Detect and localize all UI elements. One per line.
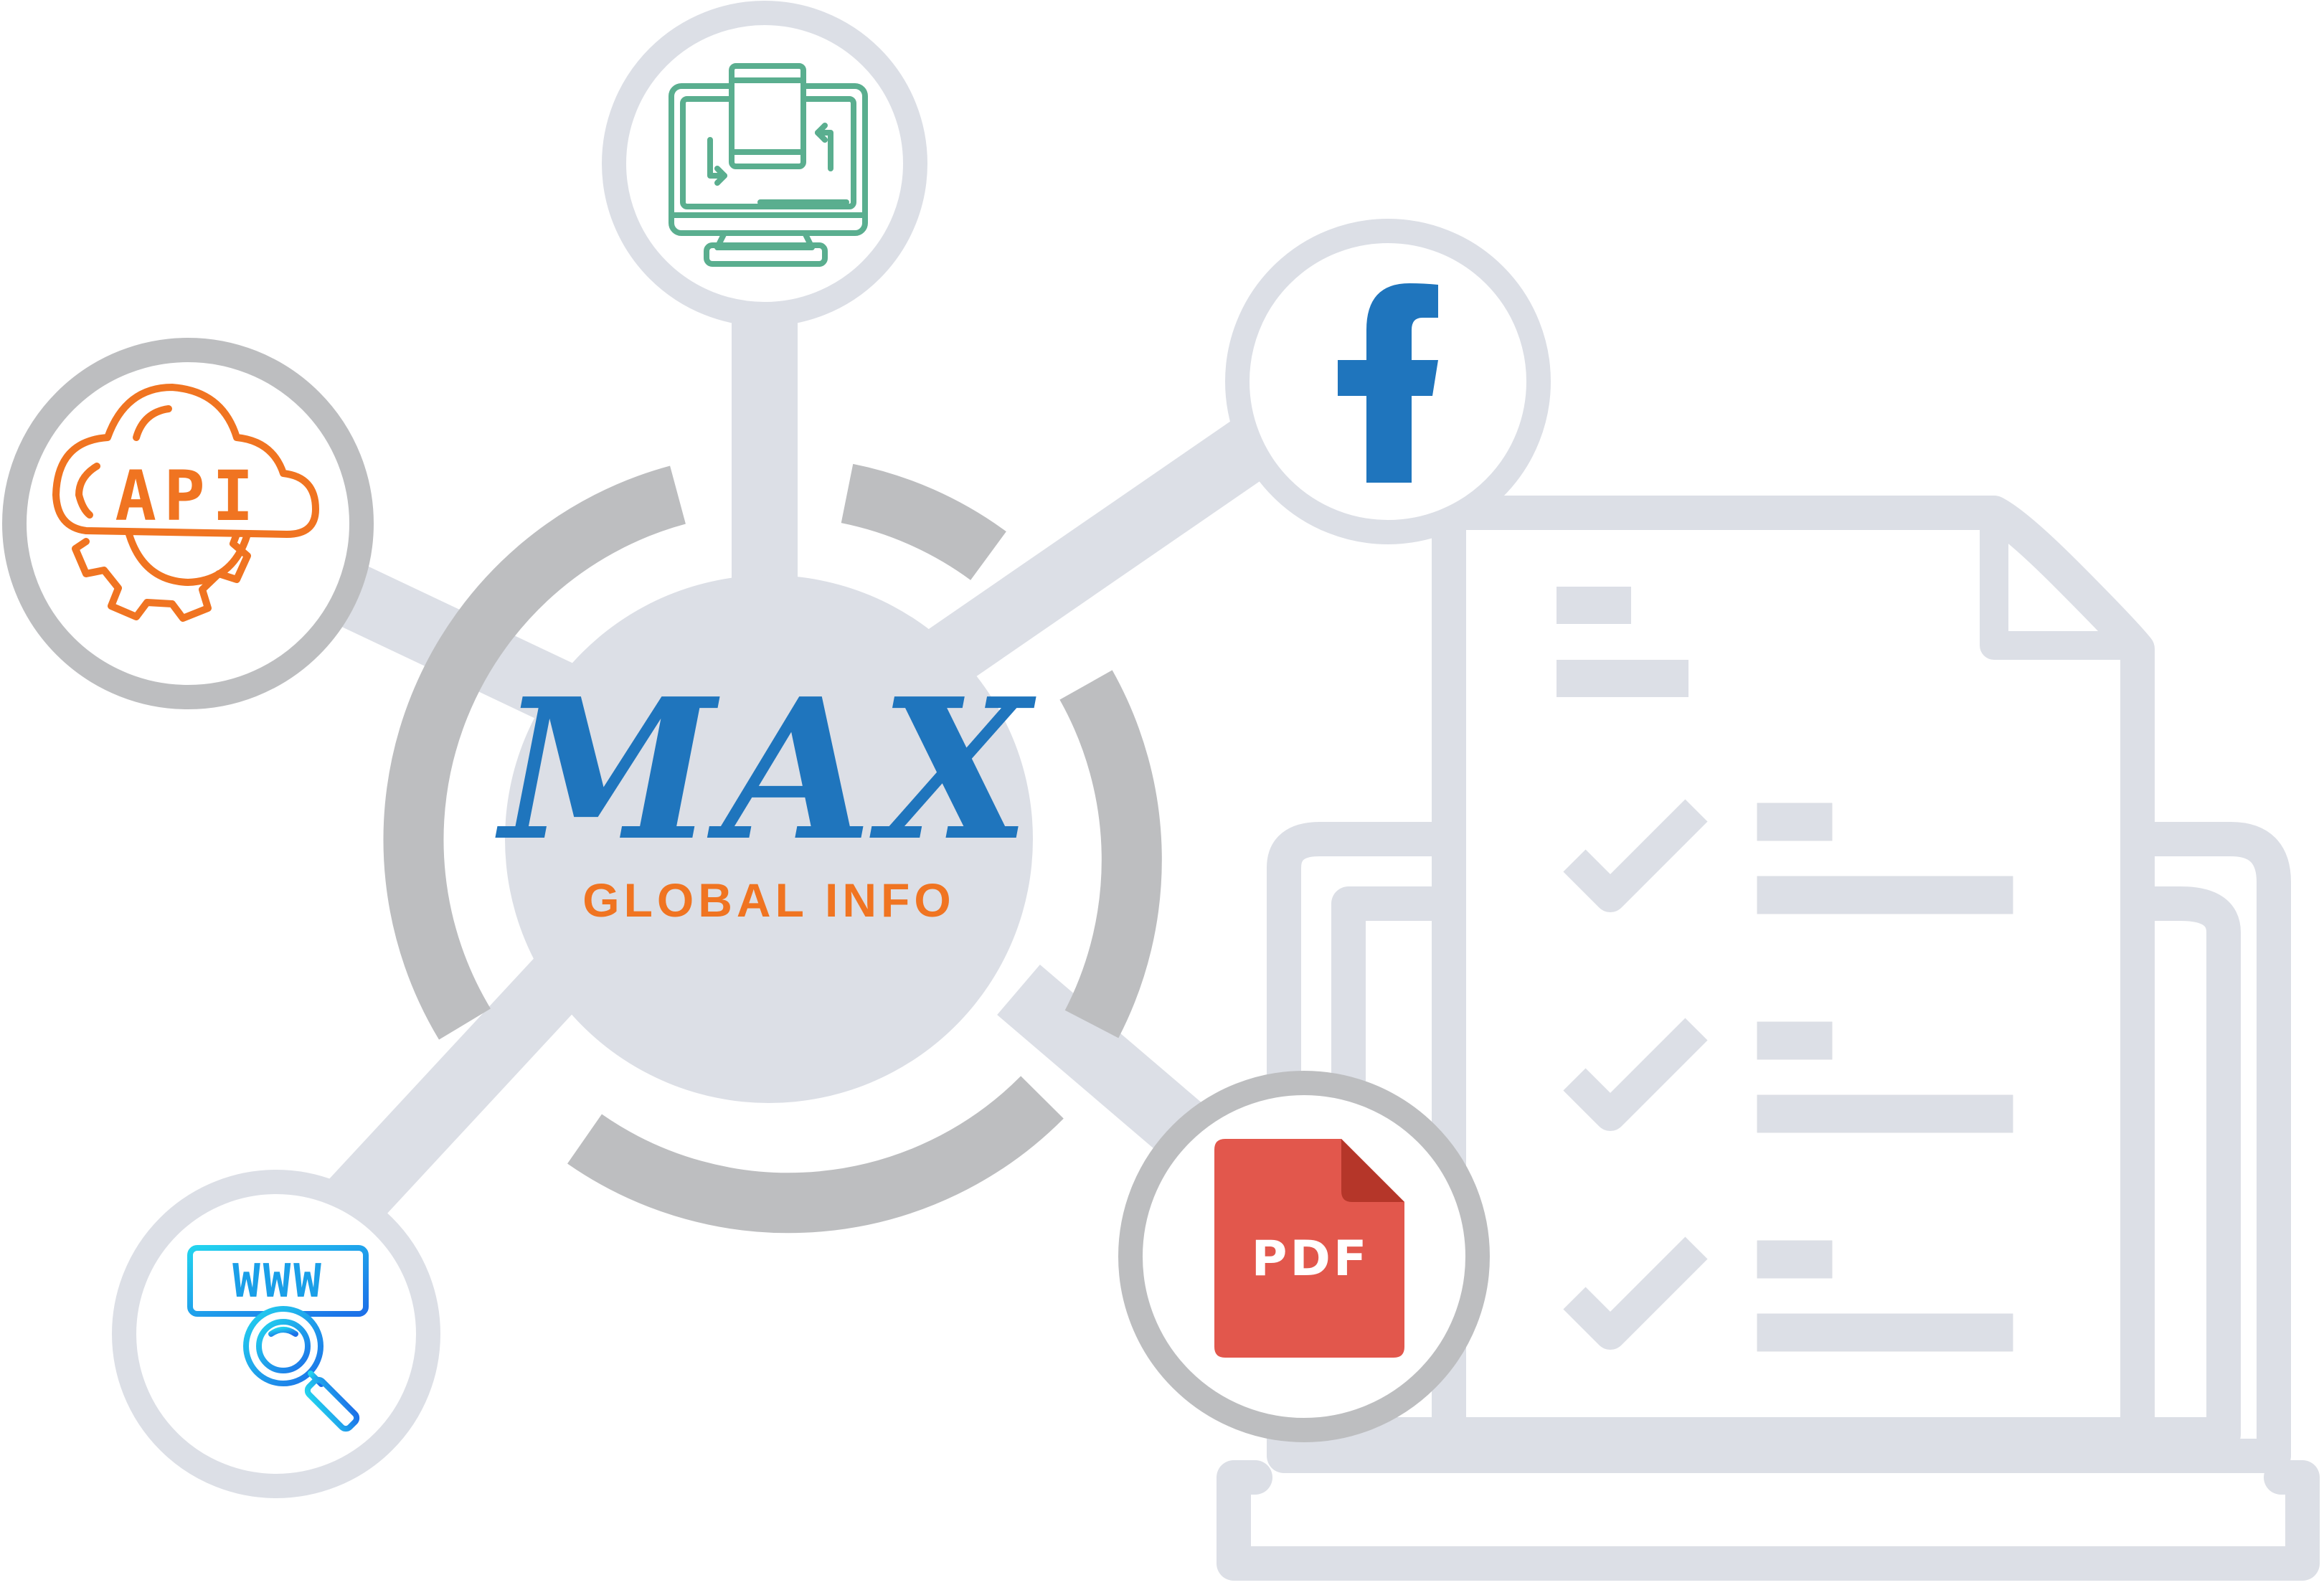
checklist-item xyxy=(1563,1236,2013,1352)
doc-header-line-1 xyxy=(1557,587,1631,624)
api-label: API xyxy=(115,456,260,536)
node-www[interactable]: WWW xyxy=(112,1170,440,1498)
checklist-line-short xyxy=(1757,1240,1833,1279)
checklist-item xyxy=(1563,799,2013,914)
node-facebook[interactable] xyxy=(1225,219,1551,544)
web-search-icon xyxy=(187,1245,369,1432)
central-hub: MAX GLOBAL INFO xyxy=(495,575,1037,1103)
facebook-icon xyxy=(1338,283,1438,483)
ring-arc-bottom xyxy=(567,1076,1064,1234)
connector-facebook xyxy=(892,392,1310,709)
checklist-item xyxy=(1563,1018,2013,1133)
hub-ring xyxy=(383,463,1162,1234)
brand-wordmark: MAX xyxy=(495,656,1037,884)
brand-subtitle: GLOBAL INFO xyxy=(582,874,955,927)
checklist-document-icon xyxy=(1217,496,2320,1581)
www-label: WWW xyxy=(232,1255,324,1308)
node-pdf[interactable]: PDF xyxy=(1118,1071,1490,1442)
hub-circle xyxy=(505,575,1033,1103)
checklist-line-long xyxy=(1757,1313,2013,1352)
check-icon xyxy=(1563,799,1708,912)
desktop-mobile-sync-icon xyxy=(669,63,868,267)
checklist-line-long xyxy=(1757,876,2013,914)
laptop-base xyxy=(1217,1460,2320,1581)
pdf-file-icon xyxy=(1214,1139,1404,1358)
doc-header-line-2 xyxy=(1557,660,1688,697)
check-icon xyxy=(1563,1018,1708,1131)
ring-arc-left xyxy=(383,465,686,1040)
ring-arc-right xyxy=(1059,670,1162,1038)
check-icon xyxy=(1563,1236,1708,1350)
connector-pdf xyxy=(997,965,1212,1162)
checklist-line-long xyxy=(1757,1094,2013,1133)
node-devices[interactable] xyxy=(602,1,927,326)
checklist-rows xyxy=(1563,799,2013,1352)
pdf-label: PDF xyxy=(1252,1231,1370,1287)
node-api[interactable]: API xyxy=(2,338,374,709)
checklist-line-short xyxy=(1757,803,1833,841)
cloud-gear-api-icon xyxy=(52,384,319,622)
ring-arc-top-right xyxy=(841,463,1006,581)
document-sheet xyxy=(1432,496,2155,1452)
checklist-line-short xyxy=(1757,1021,1833,1060)
